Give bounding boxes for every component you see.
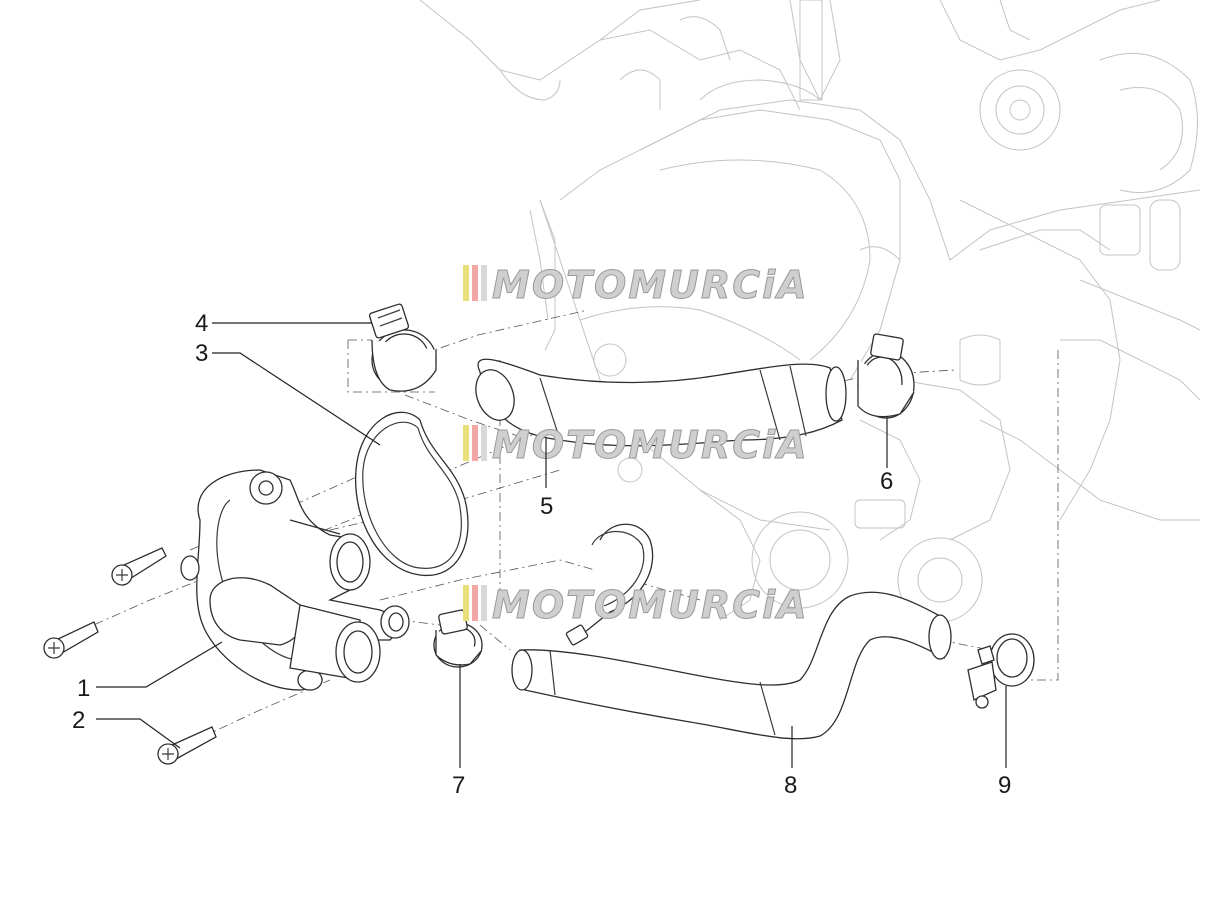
watermark-3: MOTOMURCiA (463, 583, 809, 628)
part-8-coolant-hose[interactable] (511, 591, 952, 740)
part-7-hose-clamp[interactable] (433, 609, 483, 668)
callout-leaders (96, 322, 1007, 768)
callout-1: 1 (77, 675, 90, 702)
part-6-hose-clamp[interactable] (857, 333, 915, 419)
svg-text:MOTOMURCiA: MOTOMURCiA (492, 423, 809, 467)
leader-1 (96, 641, 223, 688)
part-2-screws[interactable] (43, 547, 217, 765)
callout-8: 8 (784, 772, 797, 799)
callout-5: 5 (540, 493, 553, 520)
cable-tie (565, 523, 654, 646)
screw-upper (111, 547, 167, 586)
part-4-hose-clamp[interactable] (368, 303, 437, 392)
leader-2 (96, 718, 181, 749)
callout-3: 3 (195, 340, 208, 367)
callout-6: 6 (880, 468, 893, 495)
callout-4: 4 (195, 310, 208, 337)
screw-lower (157, 726, 217, 765)
callout-9: 9 (998, 772, 1011, 799)
engine-block-background (419, 0, 1201, 623)
part-5-coolant-hose[interactable] (469, 358, 847, 447)
screw-middle (43, 621, 99, 659)
callout-labels: 4 3 5 6 1 2 7 8 9 (72, 310, 1011, 799)
part-9-hose-clamp[interactable] (967, 633, 1035, 709)
svg-text:MOTOMURCiA: MOTOMURCiA (492, 263, 809, 307)
part-1-thermostat-housing[interactable] (180, 469, 410, 691)
watermark-1: MOTOMURCiA (463, 263, 809, 308)
leader-3 (212, 352, 381, 446)
callout-2: 2 (72, 707, 85, 734)
part-3-gasket[interactable] (354, 411, 469, 576)
watermark-2: MOTOMURCiA (463, 423, 809, 468)
svg-text:MOTOMURCiA: MOTOMURCiA (492, 583, 809, 627)
callout-7: 7 (452, 772, 465, 799)
